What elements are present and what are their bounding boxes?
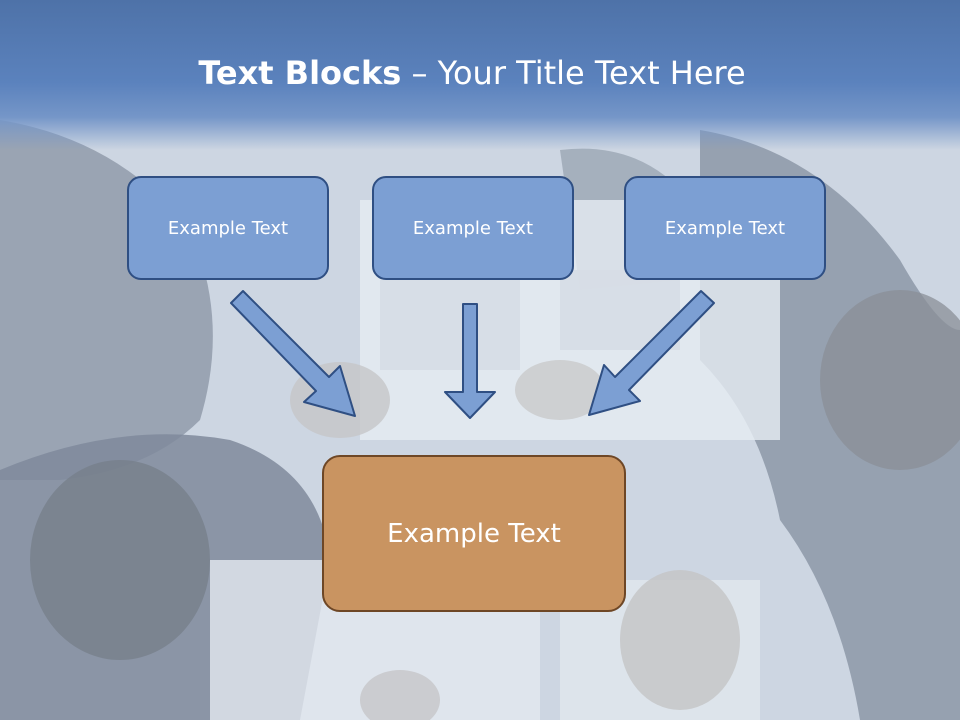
text-block-label: Example Text — [412, 217, 534, 239]
title-bar — [0, 0, 960, 150]
text-block-bottom[interactable]: Example Text — [322, 455, 626, 612]
title-rest: Your Title Text Here — [437, 54, 746, 92]
text-block-top-right[interactable]: Example Text — [624, 176, 826, 280]
arrow-center — [444, 303, 496, 419]
text-block-top-left[interactable]: Example Text — [127, 176, 329, 280]
text-block-label: Example Text — [167, 217, 289, 239]
page-title: Text Blocks – Your Title Text Here — [0, 54, 944, 92]
arrow-left — [230, 290, 356, 417]
title-dash: – — [401, 54, 438, 92]
text-block-top-center[interactable]: Example Text — [372, 176, 574, 280]
arrow-right — [588, 290, 715, 416]
text-block-label: Example Text — [664, 217, 786, 239]
text-block-label: Example Text — [387, 518, 561, 549]
title-bold: Text Blocks — [198, 54, 402, 92]
